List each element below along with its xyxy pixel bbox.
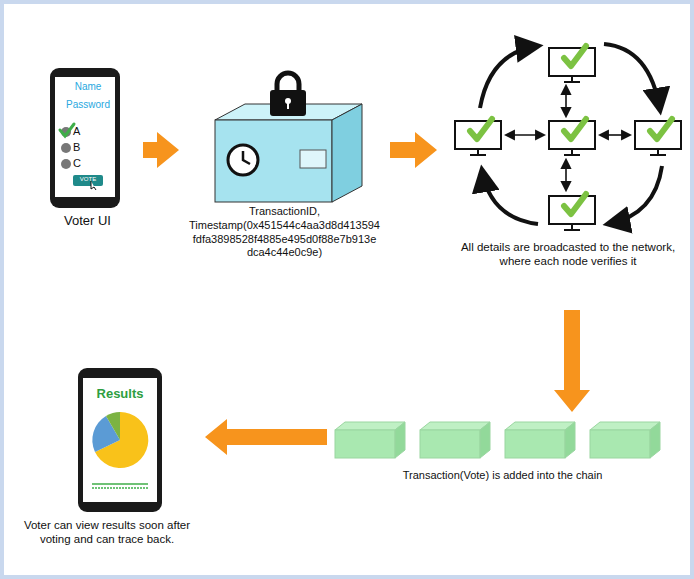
flow-arrow	[390, 132, 437, 168]
node-caption: Voter UI	[35, 213, 140, 229]
blockchain: Transaction(Vote) is added into the chai…	[330, 415, 675, 490]
encrypted-transaction: TransactionID, Timestamp(0x451544c4aa3d8…	[182, 70, 387, 270]
flow-arrow	[554, 310, 590, 412]
screen-title: Results	[84, 386, 156, 402]
field-label: Name	[55, 81, 121, 94]
flow-arrow	[143, 132, 179, 168]
option-label: C	[73, 157, 89, 171]
button-label: VOTE	[73, 176, 103, 184]
flow-arrow	[205, 419, 327, 455]
network-nodes: All details are broadcasted to the netwo…	[440, 22, 690, 307]
node-caption: TransactionID, Timestamp(0x451544c4aa3d8…	[182, 205, 387, 260]
node-caption: Transaction(Vote) is added into the chai…	[330, 469, 675, 483]
node-caption: Voter can view results soon after voting…	[12, 518, 202, 547]
field-label: Password	[45, 99, 131, 112]
node-caption: All details are broadcasted to the netwo…	[458, 240, 678, 269]
results-phone: ResultsVoter can view results soon after…	[12, 365, 202, 557]
voter-phone: NamePasswordABC VOTE Voter UI	[35, 62, 140, 240]
option-label: B	[73, 141, 89, 155]
option-label: A	[73, 125, 89, 139]
